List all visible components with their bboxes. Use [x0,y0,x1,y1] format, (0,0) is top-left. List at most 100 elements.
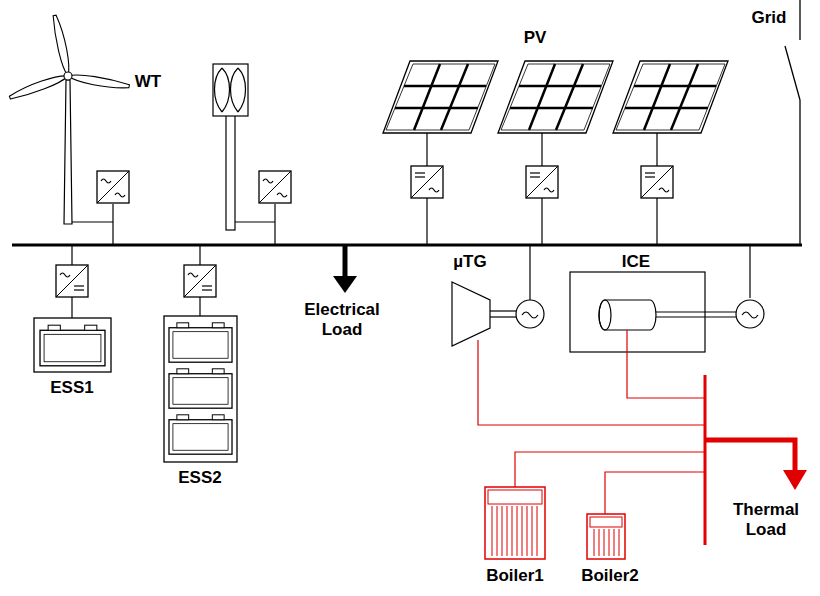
thermal-network-part [605,472,705,514]
grid-switch [785,0,800,245]
micro-turbine-part [490,310,516,311]
wind-turbine-part-part [51,14,72,76]
wind-turbine-part-part [67,72,130,91]
component-label: ESS2 [170,468,230,488]
boiler-fin [492,506,493,556]
wind-turbine-part [72,221,113,222]
pv-array-part [498,61,613,133]
boiler-fin [619,529,620,556]
combustion-engine-part [742,312,758,318]
wind-turbine-part [259,171,291,203]
wind-turbine-part [215,68,223,112]
wind-turbine-part [8,14,129,101]
boiler-part [488,490,542,504]
boiler-fin [527,506,528,556]
combustion-engine-part [736,300,764,328]
boiler [485,487,625,559]
wind-turbine-part-part [8,72,69,101]
pv-array-part [383,61,498,133]
wind-turbine-part [274,204,275,222]
boiler-fin [614,529,615,556]
micro-turbine-part [490,316,516,317]
electrical-bus [12,245,802,246]
boiler-fin [594,529,595,556]
component-label: Boiler1 [475,566,555,586]
boiler-part [587,514,625,559]
energy-storage-part [169,415,232,454]
component-label: ICE [611,252,661,272]
wind-turbine-part [226,112,235,230]
boiler-fin [497,506,498,556]
wind-turbine-part [112,222,113,245]
wind-turbine-part [222,68,230,112]
boiler-fin [609,529,610,556]
boiler-part [590,517,622,527]
boiler-fin [512,506,513,556]
load-arrow-part [343,245,348,278]
micro-turbine-part [516,300,544,328]
component-label: Grid [742,8,796,28]
combustion-engine-part [656,316,736,317]
component-label: µTG [443,252,497,272]
component-label: WT [123,72,173,92]
energy-storage [34,245,237,462]
wind-turbine-part [231,68,239,112]
thermal-network-part [515,452,705,487]
pv-array [383,61,728,245]
wind-turbine-part [64,80,72,224]
combustion-engine [570,245,764,352]
wind-turbine-part [112,204,113,222]
thermal-network-part [704,375,707,545]
boiler-fin [517,506,518,556]
combustion-engine-part [599,300,611,330]
wind-turbine-part [213,64,248,116]
wind-turbine-part [235,221,275,222]
boiler-part [594,529,619,556]
micro-turbine-part [522,312,538,318]
combustion-engine-part [749,245,750,298]
thermal-network-part [627,330,705,398]
energy-storage-part [169,323,232,362]
load-arrow [333,245,357,293]
energy-storage-part [56,265,88,297]
wind-turbine [8,14,129,245]
boiler-fin [502,506,503,556]
component-label: PV [510,28,560,48]
wind-turbine-part [238,68,246,112]
energy-storage-part [169,369,232,408]
pv-array-part [613,61,728,133]
micro-turbine-part [529,245,530,300]
combustion-engine-part [599,300,656,330]
component-label: Thermal Load [722,500,810,539]
energy-storage-part [40,325,105,366]
thermal-network-part [478,340,705,425]
boiler-fin [507,506,508,556]
component-label: ESS1 [42,378,102,398]
boiler-part [485,487,545,559]
wind-turbine [213,64,291,245]
thermal-network-part [705,440,795,472]
energy-storage-part [34,318,111,372]
micro-turbine-part [452,282,490,346]
component-label: Boiler2 [570,566,650,586]
wind-turbine-part [97,171,129,203]
load-arrow-part [333,276,357,293]
boiler-fin [522,506,523,556]
boiler-fin [604,529,605,556]
pv-array-part [526,166,558,198]
combustion-engine-part [656,311,736,312]
component-label: Electrical Load [286,300,398,339]
energy-storage-part [184,265,216,297]
boiler-fin [537,506,538,556]
wind-turbine-part [274,222,275,245]
thermal-network-part [783,470,807,490]
pv-array-part [411,166,443,198]
energy-storage-part [164,316,237,462]
grid-switch-part [799,100,800,245]
electrical-bus-part [12,244,802,247]
boiler-fin [599,529,600,556]
grid-switch-part [799,0,800,40]
